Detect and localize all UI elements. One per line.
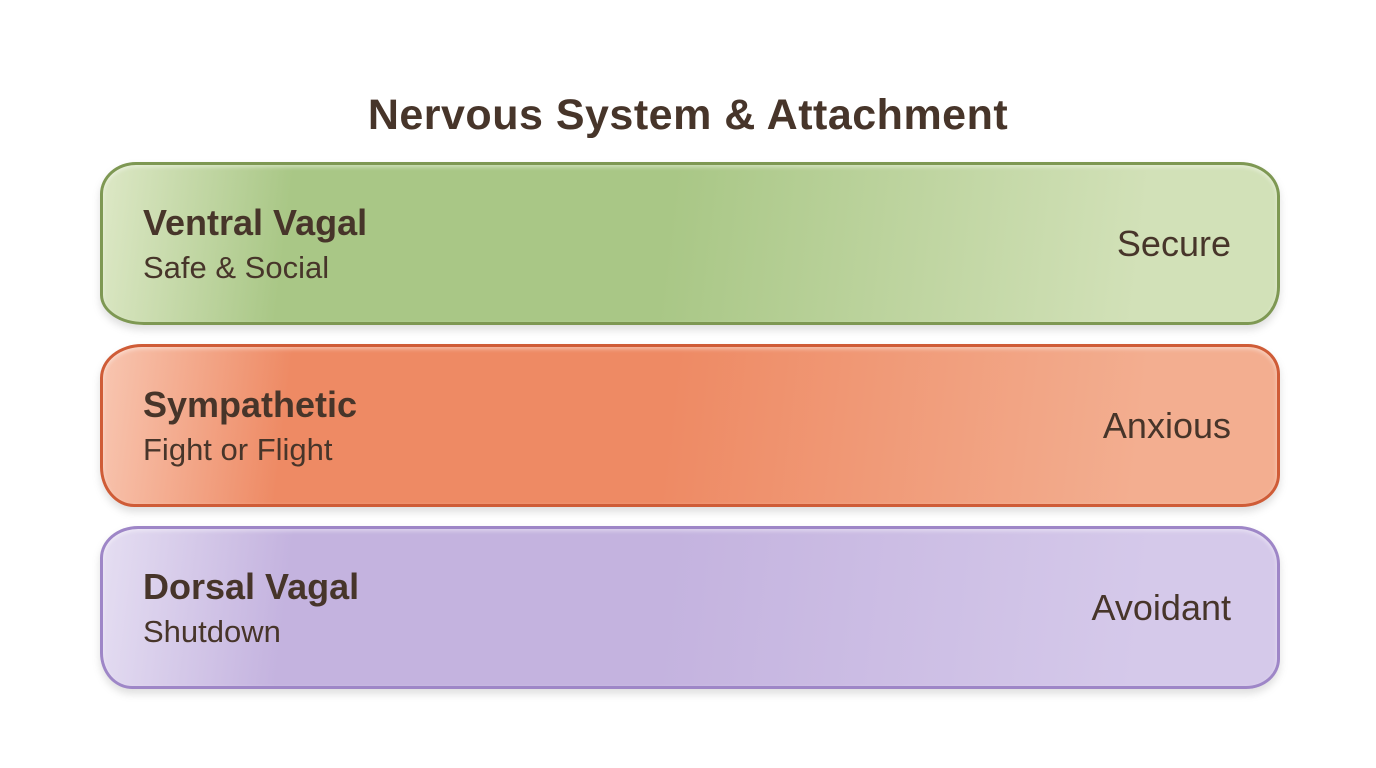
band-stack: Ventral Vagal Safe & Social Secure Sympa… [100,162,1280,708]
attachment-label: Anxious [1102,404,1231,446]
page-title: Nervous System & Attachment [367,90,1009,139]
band-sympathetic: Sympathetic Fight or Flight Anxious [100,344,1280,507]
band-subtitle: Fight or Flight [143,432,333,468]
band-dorsal-vagal: Dorsal Vagal Shutdown Avoidant [100,526,1280,689]
band-subtitle: Shutdown [143,614,281,650]
band-subtitle: Safe & Social [143,250,330,286]
band-heading: Ventral Vagal [143,201,368,243]
band-text-group: Sympathetic Fight or Flight [143,384,357,467]
band-heading: Sympathetic [143,383,358,425]
attachment-label: Avoidant [1091,586,1231,628]
band-ventral-vagal: Ventral Vagal Safe & Social Secure [100,162,1280,325]
attachment-label: Secure [1116,222,1231,264]
band-heading: Dorsal Vagal [143,565,360,607]
band-text-group: Ventral Vagal Safe & Social [143,202,367,285]
band-text-group: Dorsal Vagal Shutdown [143,566,359,649]
